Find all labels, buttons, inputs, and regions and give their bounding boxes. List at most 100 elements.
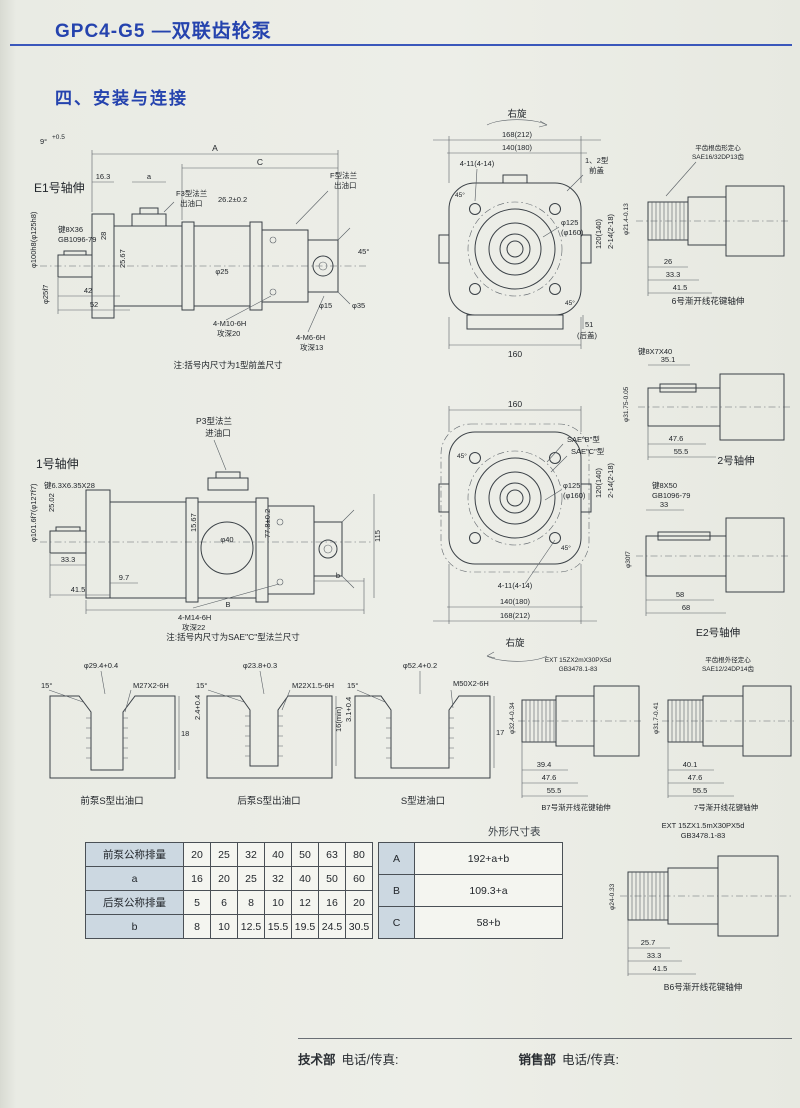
e1-outline [40,207,368,319]
p1-dim-B: B [225,600,230,609]
p1-dim-415: 41.5 [71,585,86,594]
portC-angle: 15° [347,681,358,690]
e1-title: E1号轴伸 [34,180,85,195]
spline7-line1: 平齿根外径定心 [705,655,751,664]
table-row: B 109.3+a [378,874,563,907]
portB-thread: M22X1.5-6H [292,681,334,690]
footer-tech-label: 技术部 [298,1053,336,1067]
t1-cell: 40 [264,842,292,867]
t1-cell: 60 [345,866,373,891]
front-view-middle: 160 SAE"B"型 SAE"C"型 φ125 (φ160) 120(140)… [433,399,615,662]
splineb6-dia: φ24-0.33 [609,883,616,910]
spline7-dim1: 40.1 [683,760,698,769]
portC-thread: M50X2-6H [453,679,489,688]
t1-cell: 16 [183,866,211,891]
table-row: A 192+a+b [378,842,563,875]
shafte2-caption: E2号轴伸 [696,626,740,639]
displacement-table: 前泵公称排量 20 25 32 40 50 63 80 a 16 20 25 3… [85,842,373,939]
e1-dim-d100: φ100h8(φ125h8) [29,211,38,268]
p1-dia-body: φ101.6f7(φ127f7) [29,483,38,542]
portB-angle: 15° [196,681,207,690]
front1-dim-d125: φ125 [561,218,578,227]
spline7-caption: 7号渐开线花键轴伸 [694,802,759,812]
p1-dim-2502: 25.02 [47,493,56,512]
portA-outline [48,670,180,779]
spline6-line2: SAE16/32DP13齿 [692,153,745,161]
front1-rear: (后盖) [577,330,597,340]
e1-dim-28: 28 [99,232,108,240]
table-row: 后泵公称排量 5 6 8 10 12 16 20 [85,890,373,915]
front1-dim-45b: 45° [565,299,575,307]
p1-shaft-drawing: 1号轴伸 P3型法兰 进油口 键6.3X6.35X28 φ101.6f7(φ12… [29,416,382,642]
e1-dim-a: a [147,172,152,181]
shafte2-dim3: 68 [682,603,690,612]
e1-shaft-drawing: E1号轴伸 9° +0.5 A C 16.3 a F型法兰 出油口 F3型法兰 … [29,134,369,370]
splineb6-dim-lines [627,920,696,976]
shafte2-outline [636,517,790,593]
front1-outline [438,119,592,330]
e1-tap2-2: 攻深13 [300,342,323,352]
p1-dim-778: 77.8±0.2 [263,509,272,538]
shaft2-outline [638,373,790,441]
t1-cell: 10 [210,914,238,939]
doc-title: GPC4-G5 —双联齿轮泵 [55,21,272,42]
t1-cell: 50 [291,842,319,867]
p1-dim-333: 33.3 [61,555,76,564]
splineb7-dim1: 39.4 [537,760,552,769]
shaft2-dim-lines [647,364,716,460]
front2-dim-45b: 45° [561,544,571,552]
portB-dia: φ23.8+0.3 [243,661,277,670]
t2-value-A: 192+a+b [414,842,563,875]
front1-rotation: 右旋 [507,108,527,120]
e1-port-f-1: F型法兰 [330,170,358,180]
front2-dim-45a: 45° [457,452,467,460]
p1-tap-1: 4-M14-6H [178,613,211,622]
portC-outline [354,671,495,779]
p1-dim-97: 9.7 [119,573,129,582]
e1-angle-tol: +0.5 [52,134,65,141]
spline7-dim2: 47.6 [688,773,703,782]
t1-cell: 40 [291,866,319,891]
front1-dim-140: 140(180) [502,143,533,152]
front1-dim-d160: (φ160) [561,228,584,237]
front2-dim-160: 160 [508,399,522,409]
spline6-line1: 平齿根齿形定心 [695,143,741,152]
e1-dim-45: 45° [358,247,369,256]
table-row: a 16 20 25 32 40 50 60 [85,866,373,891]
spline6-dia: φ21.4-0.13 [623,203,630,235]
front-view-top: 右旋 168(212) 140(180) 4-11(4-14) 1、2型 前盖 … [433,108,615,359]
t1-row2-label: 后泵公称排量 [85,890,184,915]
front1-dim-51: 51 [585,320,593,329]
e1-dim-d15: φ15 [319,301,332,310]
front2-dim-214: 2-14(2-18) [606,462,615,498]
t2-value-B: 109.3+a [414,874,563,907]
front1-dim-120: 120(140) [594,218,603,249]
e1-dim-A: A [212,143,218,153]
splineb7-line1: EXT 15ZX2mX30PX5d [545,657,612,664]
splineb6-caption: B6号渐开线花键轴伸 [664,982,742,992]
spline7-dim-lines [667,742,734,798]
e1-dim-52: 52 [90,300,98,309]
splineb6-line1: EXT 15ZX1.5mX30PX5d [662,821,745,830]
t1-cell: 15.5 [264,914,292,939]
t1-cell: 20 [183,842,211,867]
p1-dim-d40: φ40 [220,535,233,544]
t2-label-C: C [378,906,415,939]
shaft2-dim3: 55.5 [674,447,689,456]
t1-cell: 8 [183,914,211,939]
p1-note: 注:括号内尺寸为SAE"C"型法兰尺寸 [166,632,300,642]
p1-key: 键6.3X6.35X28 [44,480,95,490]
front2-dim-lines [433,406,597,624]
t1-cell: 25 [210,842,238,867]
portC-edge: 3.1+0.4 [344,697,353,722]
dimension-table: A 192+a+b B 109.3+a C 58+b [378,842,563,939]
e1-dim-d25: φ25 [215,267,228,276]
shaft2-dim2: 47.6 [669,434,684,443]
spline6-dim1: 26 [664,257,672,266]
splineb7-caption: B7号渐开线花键轴伸 [541,802,611,812]
footer-sales-phone: 电话/传真: [561,1053,619,1067]
t1-cell: 12 [291,890,319,915]
footer-tech-phone: 电话/传真: [341,1053,399,1067]
t1-cell: 24.5 [318,914,346,939]
